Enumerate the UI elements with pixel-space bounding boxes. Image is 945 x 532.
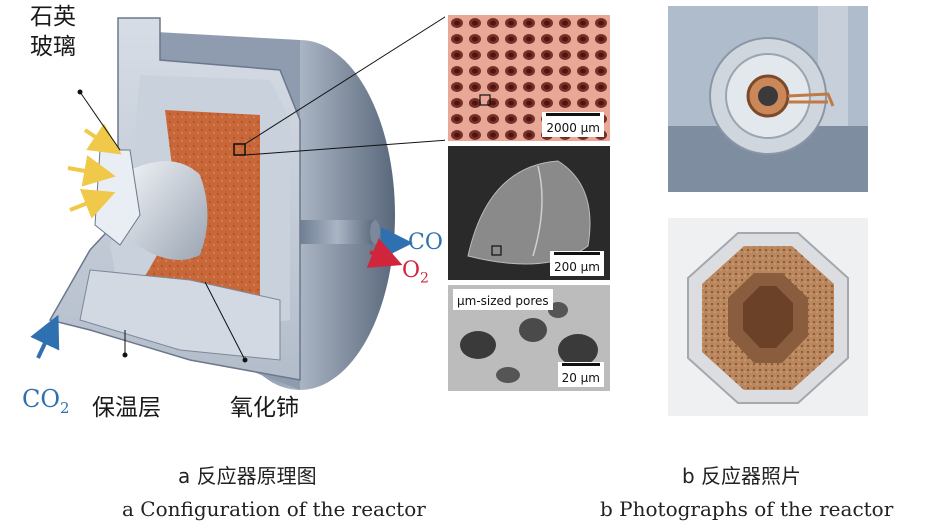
- strut-texture: [467, 160, 591, 265]
- sem-mid-scalebar: 200 μm: [549, 251, 604, 276]
- caption-a-english: a Configuration of the reactor: [122, 497, 426, 521]
- co-product-label: CO: [408, 230, 443, 255]
- o2-outlet-arrow: [366, 238, 403, 268]
- reactor-cutaway-drawing: [30, 14, 449, 390]
- reactor-photo-exterior: [668, 6, 868, 192]
- exterior-photo-drawing: [668, 6, 868, 192]
- sem-strut-photo: 200 μm: [448, 146, 610, 280]
- caption-b-english: b Photographs of the reactor: [600, 497, 894, 521]
- ceria-label: 氧化铈: [230, 395, 299, 421]
- co2-inlet-arrow: [30, 314, 60, 359]
- zoom-box: [233, 143, 246, 156]
- reactor-photo-interior: [668, 218, 868, 416]
- co2-inlet-label: CO2: [22, 385, 70, 417]
- sunlight-arrow: [67, 155, 116, 187]
- caption-a-chinese: a 反应器原理图: [178, 464, 317, 488]
- quartz-glass-label: 石英 玻璃: [30, 4, 76, 60]
- interior-photo-drawing: [668, 218, 868, 416]
- outlet-pipe: [300, 220, 375, 244]
- sem-bottom-scalebar: 20 μm: [557, 362, 604, 387]
- sunlight-arrow: [69, 188, 116, 219]
- insulation-label: 保温层: [92, 395, 161, 421]
- sem-foam-photo: 2000 μm: [448, 15, 610, 141]
- sem-top-scalebar: 2000 μm: [542, 112, 604, 137]
- sunlight-arrow: [83, 123, 122, 155]
- sem-pores-photo: μm-sized pores 20 μm: [448, 285, 610, 391]
- o2-product-label: O2: [402, 258, 429, 287]
- sem-bottom-title: μm-sized pores: [453, 289, 553, 310]
- caption-b-chinese: b 反应器照片: [682, 464, 802, 488]
- reactor-schematic: [0, 0, 449, 430]
